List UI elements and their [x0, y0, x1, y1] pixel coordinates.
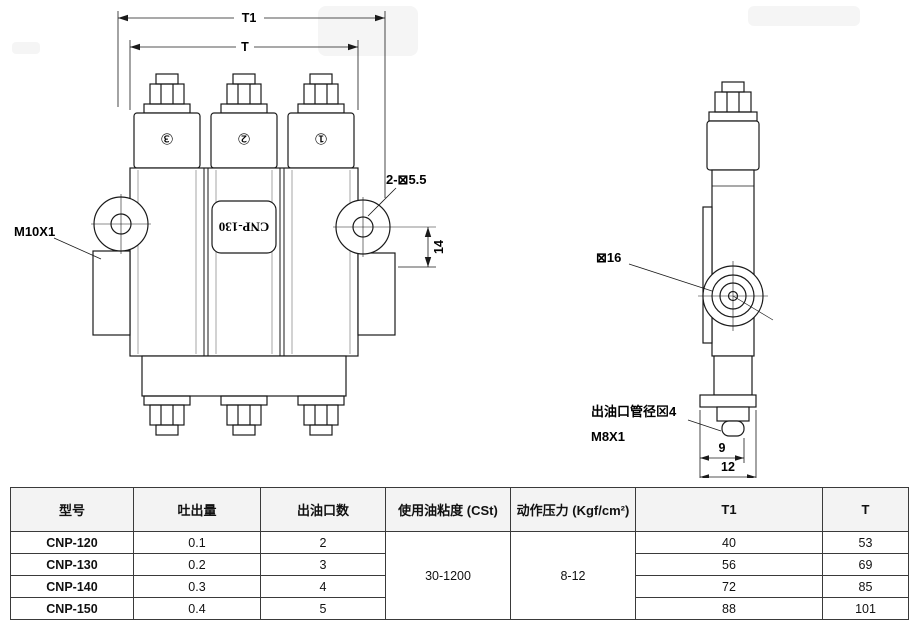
dim-14-label: 14	[432, 240, 446, 254]
cell-model: CNP-140	[10, 575, 134, 598]
outlet-pipe	[716, 406, 750, 422]
outlet-boss	[698, 261, 774, 331]
cell-t1: 72	[635, 575, 823, 598]
side-top-bolt	[708, 81, 758, 122]
main-body	[129, 167, 359, 357]
outlet-nub	[721, 420, 745, 437]
bolt-top-left	[143, 73, 191, 114]
side-view: ⊠16 出油口管径⊠4 M8X1 9 12	[591, 81, 774, 478]
col-header-t: T	[822, 487, 909, 532]
cell-discharge: 0.3	[133, 575, 261, 598]
front-dimensions	[53, 9, 436, 268]
cell-t: 85	[822, 575, 909, 598]
col-header-t1: T1	[635, 487, 823, 532]
outlet-pipe-label: 出油口管径⊠4	[591, 404, 677, 419]
table-row: CNP-120 0.1 2 30-1200 8-12 40 53	[10, 531, 909, 620]
boss-diameter-label: ⊠16	[596, 250, 621, 265]
mounting-holes-label: 2-⊠5.5	[386, 172, 427, 187]
thread-m10x1-label: M10X1	[14, 224, 55, 239]
left-mounting-ear	[91, 194, 151, 336]
col-header-viscosity: 使用油粘度 (CSt)	[385, 487, 511, 532]
cell-t: 101	[822, 597, 909, 620]
arrowheads	[118, 14, 432, 267]
body-shading-lines	[137, 170, 351, 354]
cell-model: CNP-130	[10, 553, 134, 576]
port-number-2: ②	[237, 130, 250, 147]
cell-pressure: 8-12	[510, 531, 636, 620]
bolt-top-right	[297, 73, 345, 114]
bolt-bottom-right	[297, 395, 345, 436]
valve-drawing: T1 T 14 M10X1 2-⊠5.5 CNP-130 ③ ② ①	[12, 6, 860, 478]
bolt-top-center	[220, 73, 268, 114]
dim-9-label: 9	[719, 441, 726, 455]
cell-viscosity: 30-1200	[385, 531, 511, 620]
part-number-stamp: CNP-130	[219, 220, 270, 235]
section-dividers	[203, 168, 285, 356]
front-view: T1 T 14 M10X1 2-⊠5.5 CNP-130 ③ ② ①	[14, 9, 446, 436]
front-view-labels: T1 T 14 M10X1 2-⊠5.5 CNP-130 ③ ② ①	[14, 11, 446, 254]
side-dimensions	[628, 263, 757, 478]
side-left-step	[702, 206, 713, 344]
cell-t1: 88	[635, 597, 823, 620]
dim-t-label: T	[241, 40, 249, 54]
cell-t1: 56	[635, 553, 823, 576]
col-header-model: 型号	[10, 487, 134, 532]
cell-t1: 40	[635, 531, 823, 554]
cell-outlets: 5	[260, 597, 386, 620]
table-row: CNP-150 0.4 5 88 101	[10, 597, 909, 620]
cell-discharge: 0.1	[133, 531, 261, 554]
spec-table: 型号 吐出量 出油口数 使用油粘度 (CSt) 动作压力 (Kgf/cm²) T…	[10, 487, 909, 620]
bolt-bottom-center	[220, 395, 268, 436]
cell-model: CNP-120	[10, 531, 134, 554]
lower-body	[141, 355, 347, 397]
side-lower-body	[713, 355, 753, 396]
dim-12-label: 12	[721, 460, 735, 474]
outlet-thread-label: M8X1	[591, 429, 625, 444]
cell-t: 69	[822, 553, 909, 576]
side-view-labels: ⊠16 出油口管径⊠4 M8X1 9 12	[591, 250, 735, 474]
arrowheads	[700, 455, 756, 478]
cell-discharge: 0.4	[133, 597, 261, 620]
col-header-pressure: 动作压力 (Kgf/cm²)	[510, 487, 636, 532]
cell-outlets: 4	[260, 575, 386, 598]
right-mounting-ear	[333, 197, 436, 336]
scan-artifacts	[12, 6, 860, 56]
cell-outlets: 2	[260, 531, 386, 554]
cell-t: 53	[822, 531, 909, 554]
col-header-outlets: 出油口数	[260, 487, 386, 532]
table-header-row: 型号 吐出量 出油口数 使用油粘度 (CSt) 动作压力 (Kgf/cm²) T…	[10, 487, 909, 532]
port-number-3: ③	[160, 130, 173, 147]
part-number-box	[211, 200, 277, 254]
cell-outlets: 3	[260, 553, 386, 576]
bottom-flange	[699, 394, 757, 408]
cell-discharge: 0.2	[133, 553, 261, 576]
bolt-bottom-left	[143, 395, 191, 436]
col-header-discharge: 吐出量	[133, 487, 261, 532]
dim-t1-label: T1	[242, 11, 257, 25]
cell-model: CNP-150	[10, 597, 134, 620]
port-number-1: ①	[314, 130, 327, 147]
side-upper-block	[706, 120, 760, 171]
